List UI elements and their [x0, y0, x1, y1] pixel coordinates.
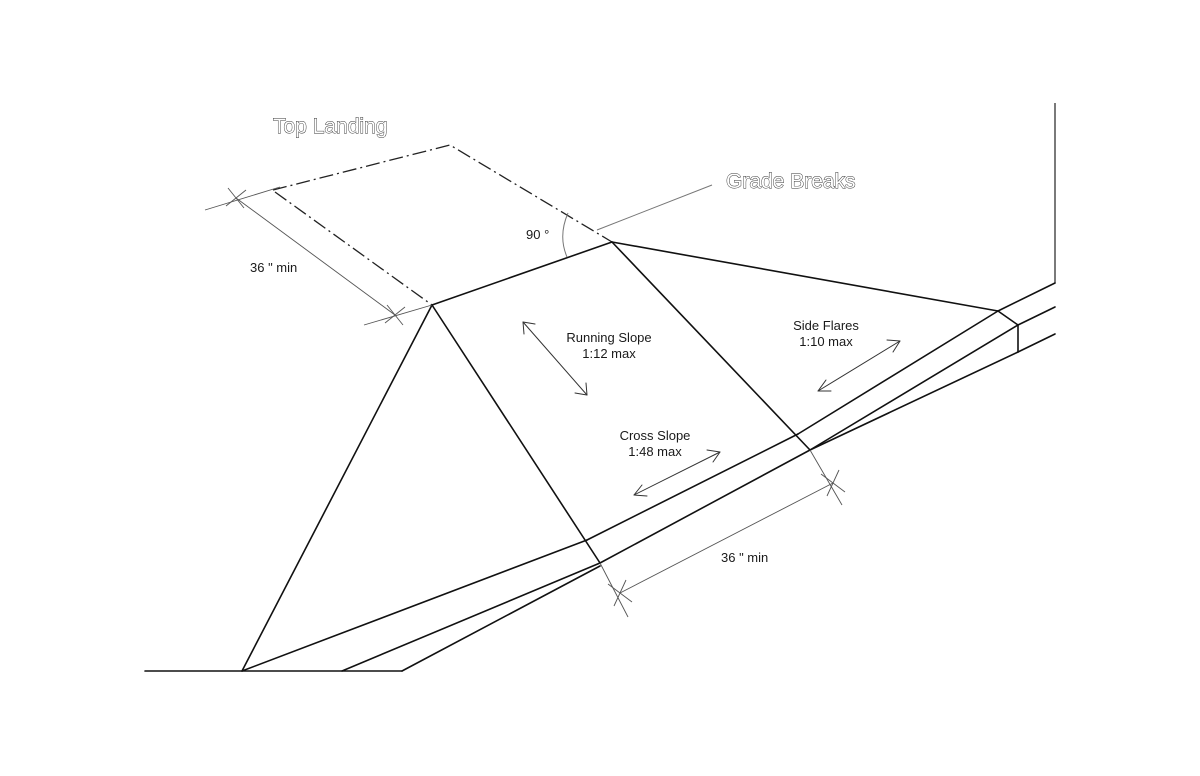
dim-bottom-tick-1b: [613, 579, 627, 607]
right-angle-arc: [562, 212, 569, 258]
left-ramp-edge: [431, 304, 601, 564]
top-landing-label: Top Landing: [273, 115, 387, 138]
side-flares-label-line2: 1:10 max: [799, 334, 853, 349]
dim-bottom-line: [619, 482, 834, 594]
top-landing-outline: [272, 144, 613, 243]
right-curb-top: [997, 282, 1056, 312]
left-flare-outer-edge: [241, 304, 433, 672]
gutter-line-lower: [341, 562, 601, 672]
grade-breaks-leader: [596, 184, 713, 231]
running-slope-label-line2: 1:12 max: [582, 346, 636, 361]
running-slope-label-line1: Running Slope: [566, 330, 651, 345]
cross-slope-label-line1: Cross Slope: [620, 428, 691, 443]
dim-bottom-label: 36 " min: [721, 550, 768, 565]
dim-top-ext-1: [204, 186, 281, 211]
gutter-line-bottom: [401, 565, 601, 672]
side-flares-label-line1: Side Flares: [793, 318, 859, 333]
right-curb-front: [1017, 306, 1056, 326]
gutter-line-mid: [599, 449, 811, 564]
dim-bottom-ext-1: [599, 562, 629, 618]
grade-breaks-label: Grade Breaks: [726, 170, 856, 193]
right-curb-bottom: [1017, 333, 1056, 353]
right-flare-top-edge: [611, 241, 999, 312]
dim-bottom-tick-2b: [826, 469, 840, 497]
right-flare-bottom-edge: [809, 324, 1019, 451]
dim-top-ext-2: [363, 304, 433, 326]
right-flare-lower-edge: [809, 351, 1019, 451]
running-slope-arrow: [522, 321, 588, 396]
top-grade-break: [431, 241, 613, 306]
right-ramp-edge: [611, 241, 811, 451]
side-flares-arrow: [817, 339, 901, 392]
cross-slope-arrow: [633, 449, 721, 497]
angle-label: 90 °: [526, 227, 549, 242]
dim-top-tick-1b: [225, 189, 247, 207]
dim-top-line: [235, 197, 396, 316]
right-curb-corner: [997, 310, 1019, 326]
curb-line-upper: [241, 539, 588, 672]
dim-top-tick-2b: [384, 306, 406, 324]
cross-slope-label-line2: 1:48 max: [628, 444, 682, 459]
right-flare-curb-edge: [797, 310, 999, 435]
dim-top-label: 36 " min: [250, 260, 297, 275]
top-landing-inner-edge: [274, 191, 433, 306]
bottom-grade-break: [586, 433, 799, 541]
